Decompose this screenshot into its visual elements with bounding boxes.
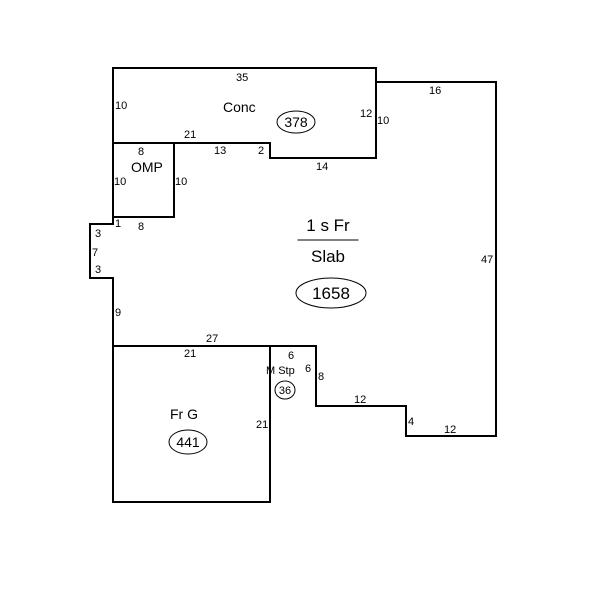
- dimension-labels: 35 10 12 10 16 47 8 21 13 2 14 10 10 1 8…: [92, 72, 493, 436]
- dim-omp-left: 10: [114, 176, 126, 188]
- garage-label: Fr G: [170, 406, 198, 422]
- dim-conc-bottom-21: 21: [184, 129, 196, 141]
- main-label-1: 1 s Fr: [306, 216, 350, 235]
- dim-omp-bottom-8: 8: [138, 221, 144, 233]
- dim-omp-bottom-1: 1: [115, 218, 121, 230]
- dim-mid-27: 27: [206, 333, 218, 345]
- dim-conc-step-2: 2: [258, 145, 264, 157]
- dim-conc-left: 10: [115, 100, 127, 112]
- conc-area: 378: [284, 114, 308, 130]
- dim-right-side: 47: [481, 254, 493, 266]
- dim-step-4: 4: [408, 416, 414, 428]
- dim-stoop-top: 6: [288, 350, 294, 362]
- garage-area-oval: [168, 429, 208, 455]
- dim-bump-mid: 7: [92, 247, 98, 259]
- dim-garage-top: 21: [184, 348, 196, 360]
- dim-bump-top: 3: [95, 228, 101, 240]
- main-area: 1658: [312, 284, 350, 303]
- conc-area-oval: [276, 110, 316, 134]
- omp-label: OMP: [131, 159, 163, 175]
- dim-bottom-12a: 12: [354, 394, 366, 406]
- dim-notch-8: 8: [318, 371, 324, 383]
- conc-label: Conc: [223, 99, 256, 115]
- wall-garage-bottom: [112, 345, 271, 503]
- stoop-label: M Stp: [266, 365, 295, 377]
- dim-left-lower: 9: [115, 307, 121, 319]
- room-labels: Conc 378 OMP 1 s Fr Slab 1658 Fr G 441 M…: [131, 99, 367, 455]
- dim-omp-top: 8: [138, 146, 144, 158]
- dim-bottom-12b: 12: [444, 424, 456, 436]
- dim-conc-right-inner: 12: [360, 108, 372, 120]
- dim-garage-right: 21: [256, 419, 268, 431]
- dim-right-top: 16: [429, 85, 441, 97]
- wall-conc-bottom: [112, 142, 377, 159]
- wall-bump: [89, 223, 114, 279]
- dim-bump-bottom: 3: [95, 264, 101, 276]
- dim-conc-bottom-14: 14: [316, 161, 328, 173]
- wall-right-wing: [315, 81, 497, 437]
- wall-omp: [112, 142, 175, 218]
- dim-omp-right: 10: [175, 176, 187, 188]
- wall-lines: [89, 67, 497, 503]
- stoop-area: 36: [279, 385, 291, 397]
- main-area-oval: [295, 277, 367, 309]
- dim-conc-bottom-13: 13: [214, 145, 226, 157]
- dim-top: 35: [236, 72, 248, 84]
- dim-conc-right-outer: 10: [377, 115, 389, 127]
- stoop-area-oval: [274, 380, 296, 400]
- main-label-2: Slab: [311, 247, 345, 266]
- garage-area: 441: [176, 434, 200, 450]
- dim-stoop-right: 6: [305, 363, 311, 375]
